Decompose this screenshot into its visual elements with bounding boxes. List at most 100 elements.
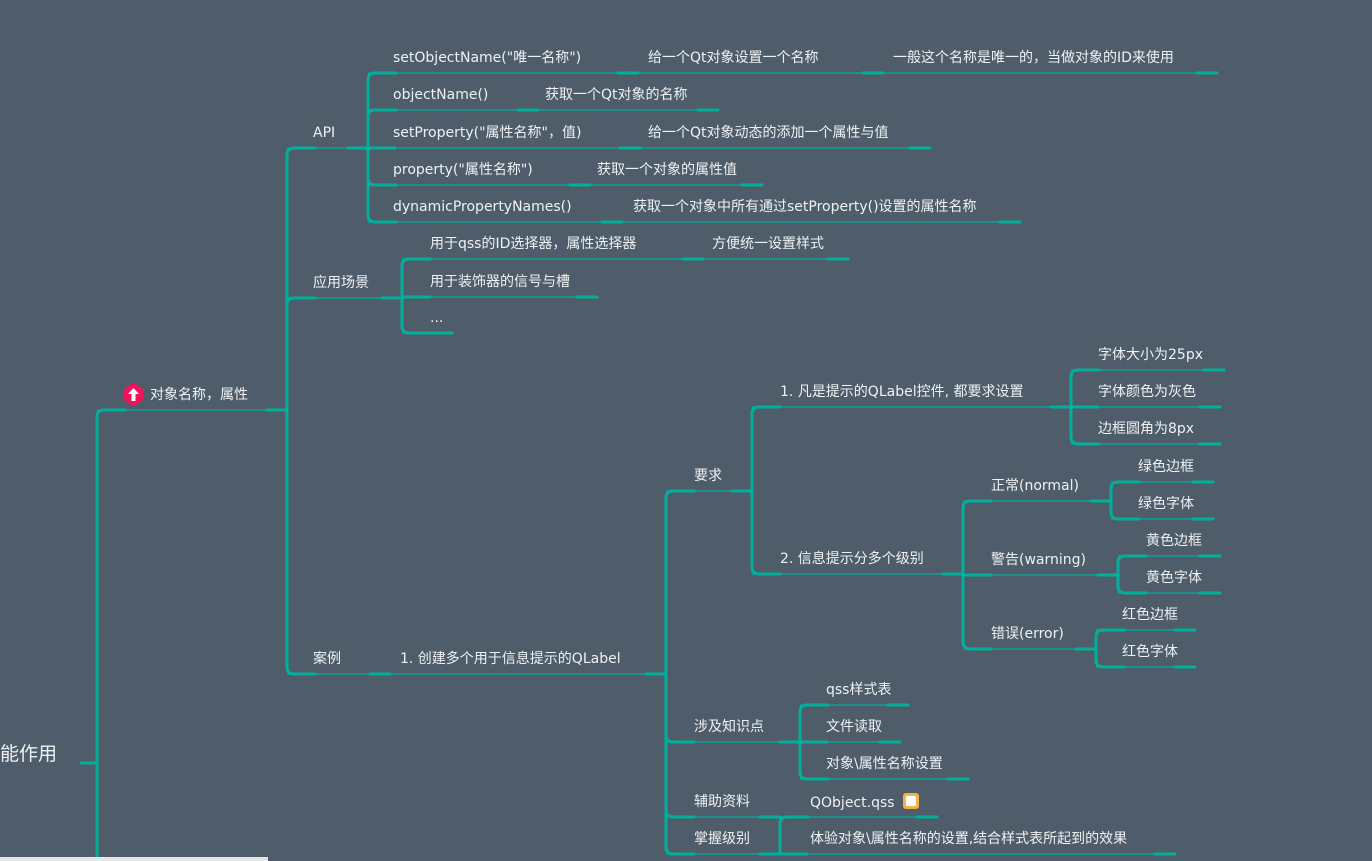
case-knowledge-label: 涉及知识点 — [694, 719, 764, 735]
scene-desc-label: 方便统一设置样式 — [712, 236, 824, 252]
api-property-label: property("属性名称") — [393, 162, 533, 178]
horizontal-scrollbar[interactable] — [0, 857, 268, 861]
api-desc[interactable]: 给一个Qt对象设置一个名称 — [648, 49, 819, 67]
level-normal-label: 正常(normal) — [991, 478, 1079, 494]
note-icon — [902, 793, 919, 809]
topic-object-name-property-label: 对象名称，属性 — [150, 387, 248, 403]
knowledge-item[interactable]: qss样式表 — [826, 681, 891, 699]
level-item-label: 黄色字体 — [1146, 570, 1202, 586]
requirement-item[interactable]: 边框圆角为8px — [1098, 420, 1194, 438]
branch-connector — [798, 740, 830, 781]
case-resource-label: 辅助资料 — [694, 794, 750, 810]
branch-connector — [1109, 480, 1141, 503]
api-note[interactable]: 一般这个名称是唯一的，当做对象的ID来使用 — [893, 49, 1174, 67]
level-item[interactable]: 红色字体 — [1122, 643, 1178, 661]
branch-connector — [285, 296, 317, 412]
root-node-label: 能作用 — [0, 743, 58, 765]
branch-connector — [1116, 573, 1148, 595]
requirement-item-label: 字体颜色为灰色 — [1098, 384, 1196, 400]
node-case[interactable]: 案例 — [313, 650, 341, 668]
level-normal[interactable]: 正常(normal) — [991, 477, 1079, 495]
branch-connector — [1069, 405, 1101, 446]
level-error[interactable]: 错误(error) — [991, 625, 1064, 643]
node-case-label: 案例 — [313, 651, 341, 667]
level-item-label: 红色边框 — [1122, 607, 1178, 623]
requirement-2[interactable]: 2. 信息提示分多个级别 — [780, 550, 924, 568]
api-dynamicpropertynames[interactable]: dynamicPropertyNames() — [393, 198, 572, 216]
requirement-item-label: 边框圆角为8px — [1098, 421, 1195, 437]
topic-object-name-property[interactable]: 对象名称，属性 — [150, 386, 248, 404]
level-item[interactable]: 黄色边框 — [1146, 532, 1202, 550]
api-desc-label: 给一个Qt对象设置一个名称 — [648, 50, 819, 66]
api-objectname[interactable]: objectName() — [393, 86, 488, 104]
api-desc[interactable]: 获取一个Qt对象的名称 — [545, 86, 688, 104]
branch-connector — [750, 489, 782, 576]
api-setproperty[interactable]: setProperty("属性名称"，值) — [393, 124, 581, 142]
branch-connector — [1109, 499, 1141, 521]
requirement-1[interactable]: 1. 凡是提示的QLabel控件, 都要求设置 — [780, 383, 1024, 401]
api-note-label: 一般这个名称是唯一的，当做对象的ID来使用 — [893, 50, 1174, 66]
branch-connector — [664, 672, 696, 744]
resource-file[interactable]: QObject.qss — [810, 793, 919, 812]
branch-connector — [664, 672, 696, 856]
api-desc[interactable]: 获取一个对象中所有通过setProperty()设置的属性名称 — [633, 198, 977, 216]
branch-connector — [1069, 368, 1101, 409]
level-warning[interactable]: 警告(warning) — [991, 551, 1086, 569]
branch-connector — [95, 408, 127, 775]
api-setobjectname[interactable]: setObjectName("唯一名称") — [393, 49, 581, 67]
scene-item-label: ... — [430, 310, 444, 326]
branch-connector — [798, 703, 830, 744]
branch-connector — [1094, 628, 1126, 651]
case-title[interactable]: 1. 创建多个用于信息提示的QLabel — [400, 650, 621, 668]
node-scenes[interactable]: 应用场景 — [313, 274, 369, 292]
knowledge-item-label: qss样式表 — [826, 682, 892, 698]
knowledge-item-label: 对象\属性名称设置 — [826, 756, 943, 772]
api-desc[interactable]: 获取一个对象的属性值 — [597, 161, 737, 179]
requirement-item[interactable]: 字体大小为25px — [1098, 346, 1203, 364]
scene-item[interactable]: ... — [430, 309, 443, 327]
api-desc-label: 获取一个Qt对象的名称 — [545, 87, 688, 103]
root-node[interactable]: 能作用 — [0, 743, 58, 765]
knowledge-item-label: 文件读取 — [826, 719, 882, 735]
branch-connector — [778, 815, 810, 856]
case-requirement[interactable]: 要求 — [694, 467, 722, 485]
requirement-item-label: 字体大小为25px — [1098, 347, 1203, 363]
branch-connector — [961, 572, 993, 651]
knowledge-item[interactable]: 文件读取 — [826, 718, 882, 736]
branch-connector — [366, 146, 398, 224]
level-item[interactable]: 绿色字体 — [1138, 495, 1194, 513]
level-item-label: 绿色字体 — [1138, 496, 1194, 512]
api-desc-label: 获取一个对象的属性值 — [597, 162, 737, 178]
level-item[interactable]: 红色边框 — [1122, 606, 1178, 624]
requirement-item[interactable]: 字体颜色为灰色 — [1098, 383, 1196, 401]
api-desc-label: 给一个Qt对象动态的添加一个属性与值 — [648, 125, 889, 141]
level-item-label: 黄色边框 — [1146, 533, 1202, 549]
api-property[interactable]: property("属性名称") — [393, 161, 533, 179]
node-scenes-label: 应用场景 — [313, 275, 369, 291]
scene-item[interactable]: 用于qss的ID选择器，属性选择器 — [430, 235, 636, 253]
branch-connector — [400, 295, 432, 300]
case-requirement-label: 要求 — [694, 468, 722, 484]
level-text[interactable]: 体验对象\属性名称的设置,结合样式表所起到的效果 — [810, 830, 1127, 848]
branch-connector — [285, 146, 317, 412]
branch-connector — [366, 71, 398, 150]
node-api[interactable]: API — [313, 124, 335, 142]
requirement-2-label: 2. 信息提示分多个级别 — [780, 551, 924, 567]
api-setproperty-label: setProperty("属性名称"，值) — [393, 125, 582, 141]
knowledge-item[interactable]: 对象\属性名称设置 — [826, 755, 943, 773]
case-level[interactable]: 掌握级别 — [694, 830, 750, 848]
level-item-label: 绿色边框 — [1138, 459, 1194, 475]
level-item[interactable]: 黄色字体 — [1146, 569, 1202, 587]
branch-connector — [664, 672, 696, 819]
level-warning-label: 警告(warning) — [991, 552, 1086, 568]
case-resource[interactable]: 辅助资料 — [694, 793, 750, 811]
case-knowledge[interactable]: 涉及知识点 — [694, 718, 764, 736]
node-api-label: API — [313, 125, 336, 141]
level-item[interactable]: 绿色边框 — [1138, 458, 1194, 476]
scene-item[interactable]: 用于装饰器的信号与槽 — [430, 273, 570, 291]
scene-desc[interactable]: 方便统一设置样式 — [712, 235, 824, 253]
api-desc[interactable]: 给一个Qt对象动态的添加一个属性与值 — [648, 124, 889, 142]
branch-connector — [1094, 647, 1126, 669]
branch-connector — [366, 108, 398, 150]
